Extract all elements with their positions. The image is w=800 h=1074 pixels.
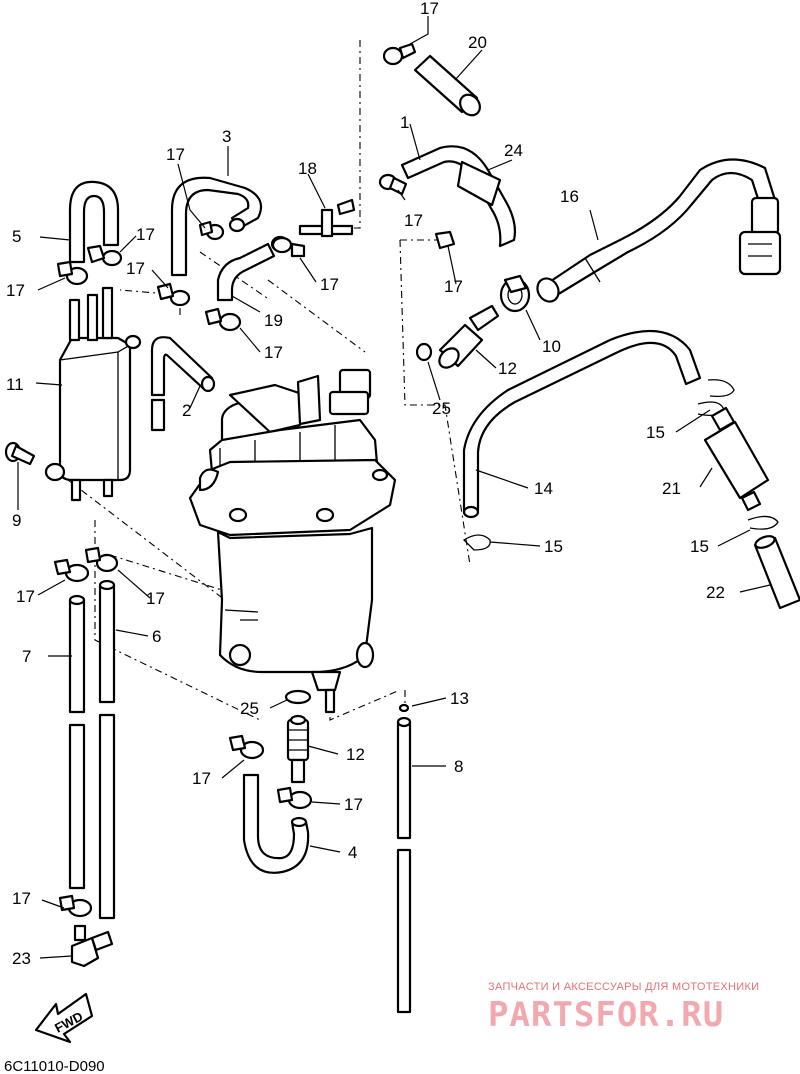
part-17-clamp-e (204, 307, 242, 332)
callout-leader-lines (17, 16, 771, 959)
part-15-clamp-a (707, 379, 735, 398)
callout-9: 9 (12, 511, 21, 530)
callout-1: 1 (400, 113, 409, 132)
callout-14: 14 (534, 479, 553, 498)
callout-17m: 17 (344, 795, 363, 814)
callout-6: 6 (152, 627, 161, 646)
part-9-bolt (4, 441, 66, 482)
watermark-logo: PARTSFOR.RU (488, 995, 724, 1035)
part-12-fitting-top (438, 304, 500, 369)
part-17-clamp-k (228, 734, 265, 760)
callout-10: 10 (542, 337, 561, 356)
part-17-clamp-d (156, 282, 191, 307)
part-25-o-ring-top (415, 342, 433, 362)
callout-20: 20 (468, 33, 487, 52)
part-25-o-ring-bottom (284, 689, 312, 705)
part-17-clamp-top (382, 42, 417, 66)
callout-18: 18 (298, 159, 317, 178)
callout-8: 8 (454, 757, 463, 776)
part-17-clamp-h (434, 230, 456, 250)
part-18-tee-joint (298, 198, 356, 238)
part-20-hose (413, 54, 481, 117)
callout-4: 4 (348, 843, 357, 862)
callout-17j: 17 (16, 587, 35, 606)
part-1-hose (400, 145, 517, 248)
forward-direction-arrow: FWD (34, 992, 94, 1044)
callout-17h: 17 (444, 277, 463, 296)
callout-17g: 17 (320, 275, 339, 294)
callout-17f: 17 (404, 211, 423, 230)
part-17-clamp-m (58, 894, 93, 918)
callout-2: 2 (182, 401, 191, 420)
callout-25a: 25 (432, 399, 451, 418)
part-6-hose (98, 579, 116, 920)
part-8-hose (396, 716, 412, 1014)
part-15-clamp-c (462, 534, 491, 551)
watermark-caption: ЗАПЧАСТИ И АКСЕССУАРЫ ДЛЯ МОТОТЕХНИКИ (488, 981, 759, 993)
part-15-clamp-d (747, 515, 779, 530)
part-23-elbow-joint (70, 924, 114, 968)
part-17-clamp-f (271, 236, 306, 258)
part-17-clamp-a (198, 220, 225, 241)
callout-5: 5 (12, 227, 21, 246)
part-5-u-hose (68, 180, 120, 264)
part-17-clamp-b (86, 244, 123, 267)
part-13-cap (398, 703, 410, 713)
callout-19: 19 (264, 311, 283, 330)
part-12-fitting-bottom (286, 714, 310, 784)
callout-15c: 15 (690, 537, 709, 556)
part-17-clamp-l (276, 786, 313, 810)
callout-17a: 17 (420, 0, 439, 18)
callout-22: 22 (706, 583, 725, 602)
callout-12b: 12 (346, 745, 365, 764)
callout-17k: 17 (146, 589, 165, 608)
part-22-hose (753, 535, 800, 610)
part-17-clamp-j (84, 546, 119, 573)
callout-17c: 17 (136, 225, 155, 244)
callout-25b: 25 (240, 699, 259, 718)
part-17-clamp-g (378, 173, 408, 196)
callout-11: 11 (6, 375, 24, 394)
callout-21: 21 (662, 479, 681, 498)
callout-7: 7 (22, 647, 31, 666)
callout-15a: 15 (646, 423, 665, 442)
part-14-hose (462, 329, 702, 519)
callout-17d: 17 (126, 259, 145, 278)
drawing-code: 6C11010-D090 (4, 1058, 105, 1074)
callout-17i: 17 (264, 343, 283, 362)
callout-16: 16 (560, 187, 579, 206)
part-17-clamp-c (56, 260, 89, 286)
callout-17e: 17 (6, 281, 25, 300)
callout-17n: 17 (12, 889, 31, 908)
callout-12: 12 (498, 359, 517, 378)
callout-3: 3 (222, 127, 231, 146)
callout-17l: 17 (192, 769, 211, 788)
callout-17b: 17 (166, 145, 185, 164)
watermark: ЗАПЧАСТИ И АКСЕССУАРЫ ДЛЯ МОТОТЕХНИКИ PA… (488, 981, 759, 1035)
part-2-hose (150, 336, 216, 432)
part-16-hose (536, 158, 782, 303)
part-4-hose (242, 773, 310, 874)
vapor-separator-assembly (188, 368, 397, 714)
callout-numbers: 1 2 3 4 5 6 7 8 9 10 11 12 12 13 14 15 1… (6, 0, 725, 968)
part-10-clip (499, 274, 531, 313)
callout-13: 13 (450, 689, 469, 708)
part-11-fuel-filter (58, 286, 142, 502)
part-17-clamp-i (53, 558, 90, 583)
callout-23: 23 (12, 949, 31, 968)
part-7-hose (68, 594, 86, 890)
callout-15b: 15 (544, 537, 563, 556)
part-3-hose (170, 176, 263, 277)
part-21-inline-filter (703, 406, 770, 512)
callout-24: 24 (504, 141, 523, 160)
